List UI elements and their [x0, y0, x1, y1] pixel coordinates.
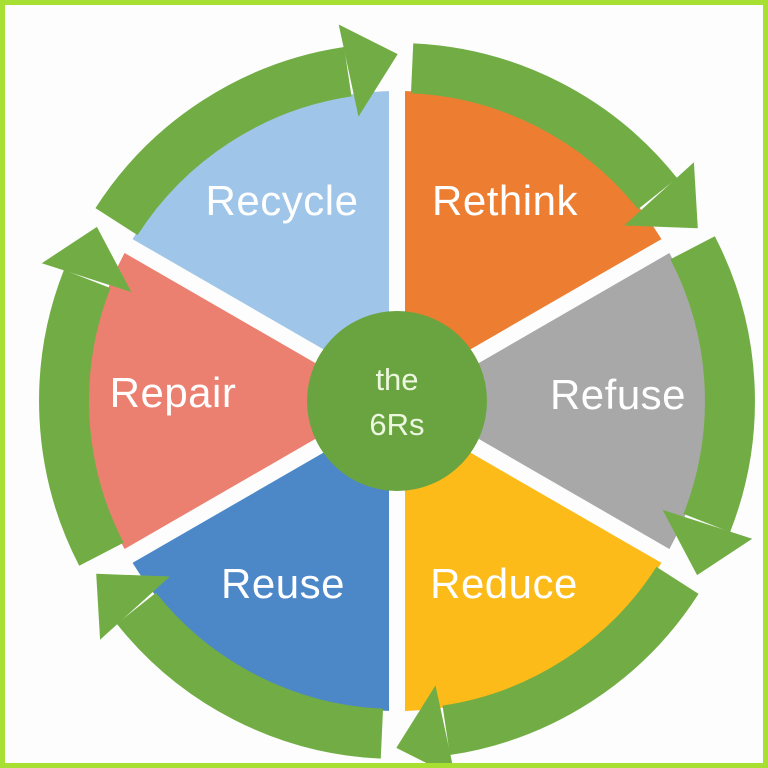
center-circle — [307, 311, 487, 491]
cycle-wheel-graphic — [39, 24, 755, 763]
center-title: the 6Rs — [369, 358, 424, 448]
ring-arc-reduce — [442, 566, 699, 756]
ring-arc-refuse — [670, 236, 755, 533]
wedge-rethink — [397, 91, 666, 401]
wedge-refuse — [397, 246, 708, 556]
segment-label-repair: Repair — [109, 369, 237, 416]
arrow-head-refuse — [662, 509, 753, 576]
ring-arc-recycle — [95, 46, 352, 236]
ring-arc-rethink — [410, 43, 678, 210]
wedge-reduce — [397, 401, 666, 711]
arrow-head-recycle — [338, 24, 398, 117]
wedge-reuse — [128, 401, 397, 711]
ring-arc-reuse — [116, 592, 384, 759]
segment-label-recycle: Recycle — [205, 177, 359, 224]
center-title-line2: 6Rs — [369, 407, 425, 442]
ring-arc-repair — [39, 269, 124, 566]
segment-label-reduce: Reduce — [430, 560, 578, 607]
center-title-line1: the — [375, 362, 419, 398]
arrow-head-reuse — [96, 573, 170, 640]
segment-label-rethink: Rethink — [432, 177, 578, 224]
arrow-head-rethink — [624, 162, 698, 229]
wedge-recycle — [128, 90, 397, 402]
wedge-repair — [86, 246, 398, 556]
arrow-head-reduce — [396, 685, 453, 763]
segment-label-refuse: Refuse — [549, 371, 687, 418]
arrow-head-repair — [41, 226, 132, 293]
segment-label-reuse: Reuse — [221, 560, 345, 607]
